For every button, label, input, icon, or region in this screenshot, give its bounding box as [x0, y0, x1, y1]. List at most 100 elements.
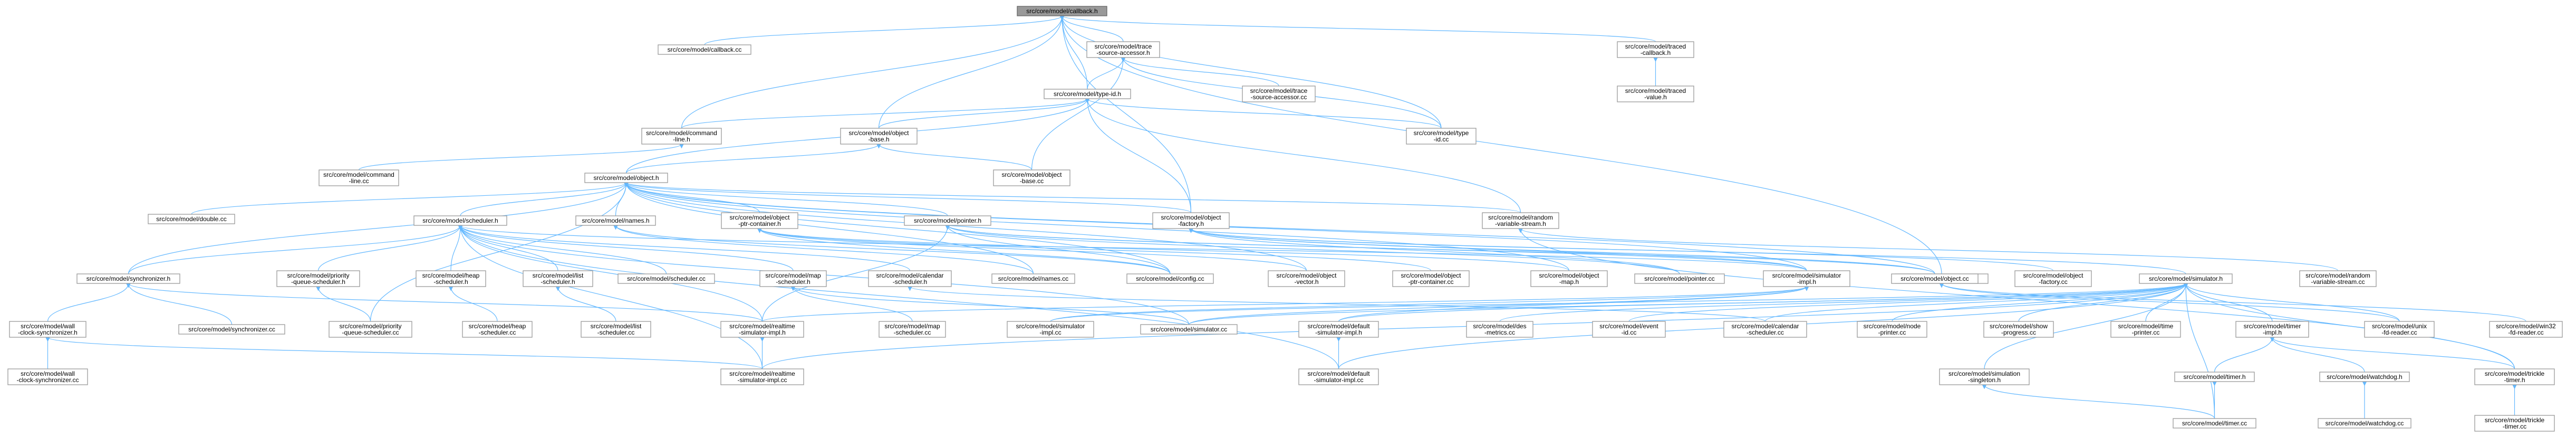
- graph-node-priority-queue-scheduler-cc[interactable]: src/core/model/priority-queue-scheduler.…: [329, 321, 412, 338]
- graph-node-simulator-cc[interactable]: src/core/model/simulator.cc: [1140, 324, 1238, 335]
- graph-node-timer-impl-h[interactable]: src/core/model/timer-impl.h: [2235, 321, 2309, 338]
- graph-node-wall-clock-synchronizer-cc[interactable]: src/core/model/wall-clock-synchronizer.c…: [7, 368, 88, 385]
- edge-type_id_h-to-random_variable_stream_h: [1085, 98, 1521, 213]
- graph-node-priority-queue-scheduler-h[interactable]: src/core/model/priority-queue-scheduler.…: [276, 270, 360, 287]
- graph-node-wall-clock-synchronizer-h[interactable]: src/core/model/wall-clock-synchronizer.h: [9, 321, 86, 338]
- graph-node-simulator-h[interactable]: src/core/model/simulator.h: [2139, 273, 2233, 284]
- graph-node-names-cc[interactable]: src/core/model/names.cc: [991, 273, 1075, 284]
- edge-calendar_scheduler_h-to-calendar_scheduler_cc: [908, 286, 1766, 322]
- graph-node-map-scheduler-h[interactable]: src/core/model/map-scheduler.h: [759, 270, 827, 287]
- graph-node-watchdog-cc[interactable]: src/core/model/watchdog.cc: [2318, 418, 2411, 429]
- graph-node-list-scheduler-cc[interactable]: src/core/model/list-scheduler.cc: [581, 321, 651, 338]
- node-label: -value.h: [1644, 93, 1667, 101]
- graph-node-traced-callback-h[interactable]: src/core/model/traced-callback.h: [1617, 41, 1694, 58]
- graph-node-realtime-simulator-impl-cc[interactable]: src/core/model/realtime-simulator-impl.c…: [720, 368, 804, 385]
- graph-node-object-vector-h[interactable]: src/core/model/object-vector.h: [1268, 270, 1345, 287]
- graph-node-calendar-scheduler-cc[interactable]: src/core/model/calendar-scheduler.cc: [1723, 321, 1807, 338]
- node-box: [7, 368, 88, 385]
- graph-node-object-factory-h[interactable]: src/core/model/object-factory.h: [1152, 212, 1230, 229]
- node-box: [1298, 368, 1379, 385]
- graph-node-unix-fd-reader-cc[interactable]: src/core/model/unix-fd-reader.cc: [2364, 321, 2435, 338]
- graph-node-object-h[interactable]: src/core/model/object.h: [584, 173, 668, 183]
- graph-node-calendar-scheduler-h[interactable]: src/core/model/calendar-scheduler.h: [868, 270, 952, 287]
- node-label: -impl.h: [1797, 278, 1816, 286]
- graph-node-object-factory-cc[interactable]: src/core/model/object-factory.cc: [2014, 270, 2092, 287]
- graph-node-show-progress-cc[interactable]: src/core/model/show-progress.cc: [1983, 321, 2054, 338]
- graph-node-simulator-impl-cc[interactable]: src/core/model/simulator-impl.cc: [1007, 321, 1094, 338]
- node-box: [2318, 418, 2411, 429]
- node-label: -id.cc: [1434, 136, 1449, 143]
- graph-node-traced-value-h[interactable]: src/core/model/traced-value.h: [1617, 86, 1694, 102]
- node-box: [721, 212, 798, 229]
- graph-node-object-ptr-container-h[interactable]: src/core/model/object-ptr-container.h: [721, 212, 798, 229]
- edge-type_id_h-to-command_line_h: [681, 98, 1090, 129]
- graph-node-object-base-cc[interactable]: src/core/model/object-base.cc: [993, 169, 1070, 186]
- graph-node-type-id-h[interactable]: src/core/model/type-id.h: [1044, 89, 1131, 99]
- graph-node-des-metrics-cc[interactable]: src/core/model/des-metrics.cc: [1466, 321, 1533, 338]
- graph-node-heap-scheduler-h[interactable]: src/core/model/heap-scheduler.h: [416, 270, 486, 287]
- graph-node-node-printer-cc[interactable]: src/core/model/node-printer.cc: [1857, 321, 1927, 338]
- edge-object_factory_h-to-simulator_impl_h: [1189, 228, 1807, 271]
- graph-node-trace-source-accessor-h[interactable]: src/core/model/trace-source-accessor.h: [1086, 41, 1160, 58]
- graph-node-default-simulator-impl-cc[interactable]: src/core/model/default-simulator-impl.cc: [1298, 368, 1379, 385]
- edge-scheduler_h-to-synchronizer_h: [128, 225, 463, 274]
- graph-node-double-cc[interactable]: src/core/model/double.cc: [148, 214, 235, 224]
- node-box: [2299, 270, 2377, 287]
- node-label: -callback.h: [1641, 49, 1671, 56]
- graph-node-pointer-h[interactable]: src/core/model/pointer.h: [904, 215, 991, 226]
- node-label: src/core/model/timer: [2244, 322, 2301, 330]
- graph-node-scheduler-h[interactable]: src/core/model/scheduler.h: [413, 215, 507, 226]
- node-box: [759, 270, 827, 287]
- graph-node-timer-h[interactable]: src/core/model/timer.h: [2174, 372, 2255, 382]
- graph-node-names-h[interactable]: src/core/model/names.h: [575, 215, 656, 226]
- node-label: -clock-synchronizer.cc: [16, 376, 79, 384]
- graph-node-map-scheduler-cc[interactable]: src/core/model/map-scheduler.cc: [879, 321, 946, 338]
- graph-node-simulation-singleton-h[interactable]: src/core/model/simulation-singleton.h: [1939, 368, 2030, 385]
- graph-node-config-cc[interactable]: src/core/model/config.cc: [1126, 273, 1214, 284]
- graph-node-command-line-cc[interactable]: src/core/model/command-line.cc: [319, 169, 399, 186]
- node-label: src/core/model/object.h: [593, 174, 659, 182]
- graph-node-object-cc[interactable]: src/core/model/object.cc: [1891, 273, 1979, 284]
- graph-node-list-scheduler-h[interactable]: src/core/model/list-scheduler.h: [523, 270, 593, 287]
- graph-node-time-printer-cc[interactable]: src/core/model/time-printer.cc: [2110, 321, 2181, 338]
- graph-node-default-simulator-impl-h[interactable]: src/core/model/default-simulator-impl.h: [1298, 321, 1379, 338]
- node-box: [148, 214, 235, 224]
- edge-type_id_h-to-type_id_cc: [1085, 98, 1442, 129]
- graph-node-synchronizer-cc[interactable]: src/core/model/synchronizer.cc: [178, 324, 285, 335]
- graph-node-pointer-cc[interactable]: src/core/model/pointer.cc: [1634, 273, 1725, 284]
- graph-node-scheduler-cc[interactable]: src/core/model/scheduler.cc: [618, 273, 715, 284]
- graph-node-timer-cc[interactable]: src/core/model/timer.cc: [2173, 418, 2256, 429]
- graph-node-event-id-cc[interactable]: src/core/model/event-id.cc: [1592, 321, 1666, 338]
- graph-node-simulator-impl-h[interactable]: src/core/model/simulator-impl.h: [1763, 270, 1850, 287]
- node-box: [575, 215, 656, 226]
- graph-node-command-line-h[interactable]: src/core/model/command-line.h: [641, 128, 722, 145]
- graph-node-heap-scheduler-cc[interactable]: src/core/model/heap-scheduler.cc: [462, 321, 533, 338]
- graph-node-win32-fd-reader-cc[interactable]: src/core/model/win32-fd-reader.cc: [2489, 321, 2563, 338]
- node-box: [9, 321, 86, 338]
- graph-node-trickle-timer-cc[interactable]: src/core/model/trickle-timer.cc: [2474, 415, 2555, 432]
- graph-node-realtime-simulator-impl-h[interactable]: src/core/model/realtime-simulator-impl.h: [720, 321, 804, 338]
- node-label: -source-accessor.h: [1096, 49, 1150, 56]
- graph-node-trace-source-accessor-cc[interactable]: src/core/model/trace-source-accessor.cc: [1242, 86, 1316, 102]
- graph-node-trickle-timer-h[interactable]: src/core/model/trickle-timer.h: [2474, 368, 2555, 385]
- node-box: [1406, 128, 1477, 145]
- node-label: src/core/model/object: [729, 214, 790, 221]
- graph-node-object-map-h[interactable]: src/core/model/object-map.h: [1530, 270, 1608, 287]
- node-label: -variable-stream.h: [1495, 220, 1546, 227]
- graph-node-type-id-cc[interactable]: src/core/model/type-id.cc: [1406, 128, 1477, 145]
- graph-node-random-variable-stream-cc[interactable]: src/core/model/random-variable-stream.cc: [2299, 270, 2377, 287]
- edge-simulator_h-to-des_metrics_cc: [1499, 283, 2188, 322]
- edge-object_h-to-pointer_h: [624, 182, 948, 216]
- graph-node-random-variable-stream-h[interactable]: src/core/model/random-variable-stream.h: [1482, 212, 1559, 229]
- graph-node-synchronizer-h[interactable]: src/core/model/synchronizer.h: [76, 273, 180, 284]
- graph-node-object-ptr-container-cc[interactable]: src/core/model/object-ptr-container.cc: [1392, 270, 1470, 287]
- edge-scheduler_h-to-priority_queue_scheduler_h: [317, 225, 463, 271]
- edge-simulator_h-to-show_progress_cc: [2018, 283, 2188, 322]
- graph-node-watchdog-h[interactable]: src/core/model/watchdog.h: [2319, 372, 2410, 382]
- node-box: [581, 321, 651, 338]
- graph-node-callback-h[interactable]: src/core/model/callback.h: [1017, 6, 1107, 16]
- graph-node-object-base-h[interactable]: src/core/model/object-base.h: [840, 128, 918, 145]
- edge-object_h-to-priority_queue_scheduler_cc: [370, 182, 629, 322]
- graph-node-callback-cc[interactable]: src/core/model/callback.cc: [658, 44, 751, 55]
- node-label: src/core/model/priority: [339, 322, 401, 330]
